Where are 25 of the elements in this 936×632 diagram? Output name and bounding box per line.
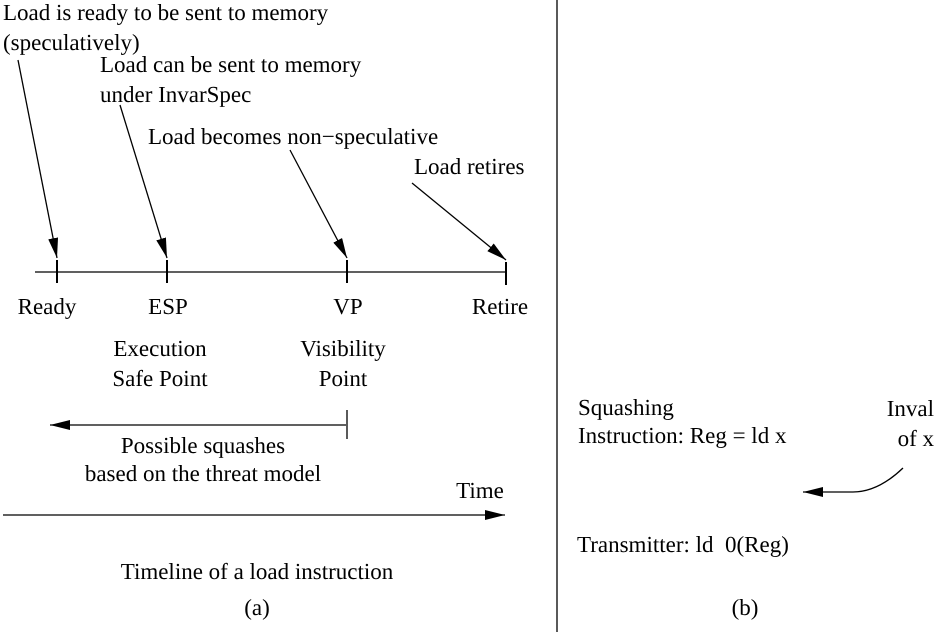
tick-description: Visibility Point bbox=[299, 335, 387, 393]
arrow bbox=[289, 150, 348, 258]
annotation-text: Load becomes non−speculative bbox=[148, 122, 478, 152]
tick-label: ESP bbox=[147, 293, 189, 321]
panel-label: (a) bbox=[243, 594, 271, 622]
range-label: Possible squashes based on the threat model bbox=[84, 432, 322, 488]
instruction-text: Transmitter: ld 0(Reg) bbox=[577, 531, 790, 559]
tick-mark bbox=[346, 260, 348, 283]
tick-label: VP bbox=[332, 293, 364, 321]
tick-mark bbox=[505, 262, 507, 285]
tick-label: Ready bbox=[16, 293, 78, 321]
arrow bbox=[17, 60, 58, 258]
annotation-text: Load retires bbox=[414, 152, 544, 182]
annotation-text: Inval of x bbox=[858, 394, 934, 454]
arrow bbox=[803, 468, 904, 497]
tick-description: Execution Safe Point bbox=[111, 335, 209, 393]
tick-label: Retire bbox=[470, 293, 530, 321]
axis-label: Time bbox=[455, 477, 505, 505]
tick-mark bbox=[56, 260, 58, 283]
tick-mark bbox=[166, 260, 168, 283]
instruction-text: Squashing Instruction: Reg = ld x bbox=[578, 394, 788, 450]
panel-label: (b) bbox=[730, 594, 760, 622]
caption: Timeline of a load instruction bbox=[120, 558, 394, 586]
arrow bbox=[119, 104, 168, 258]
arrow bbox=[412, 182, 506, 260]
